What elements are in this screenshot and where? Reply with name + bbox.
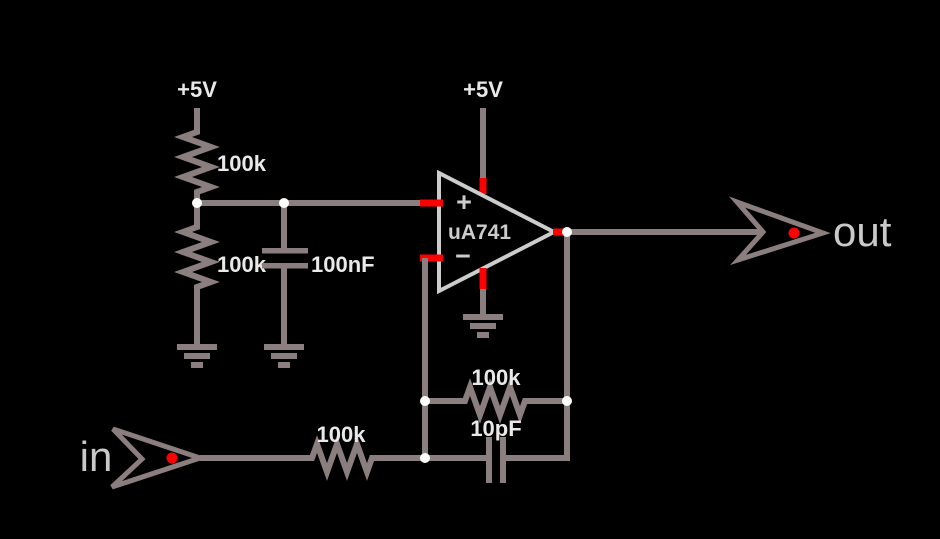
- cap-plate-right: [500, 437, 506, 483]
- junction-dot: [420, 396, 430, 406]
- ground-divider[interactable]: [177, 344, 217, 368]
- output-terminal-dot: [788, 227, 800, 239]
- junction-dot: [562, 227, 572, 237]
- opamp-supply-label: +5V: [463, 77, 503, 102]
- capacitor-feedback[interactable]: 10pF: [425, 416, 522, 483]
- ground-filter-cap[interactable]: [264, 344, 304, 368]
- resistor-divider-bottom[interactable]: 100k: [174, 203, 267, 345]
- input-port-label: in: [80, 433, 113, 480]
- input-arrow-icon: [110, 426, 208, 490]
- resistor-zigzag: [425, 378, 567, 424]
- opamp-ua741[interactable]: +5V + uA741 −: [420, 77, 564, 317]
- input-terminal-dot: [166, 452, 178, 464]
- opamp-plus-sign: +: [456, 187, 472, 217]
- opamp-minus-sign: −: [455, 241, 471, 271]
- output-port[interactable]: out: [728, 196, 892, 266]
- junction-dot: [562, 396, 572, 406]
- resistor-input[interactable]: 100k: [200, 422, 425, 481]
- capacitor-filter[interactable]: 100nF: [262, 203, 375, 345]
- junction-dot: [279, 198, 289, 208]
- cap-plate-bottom: [262, 263, 308, 269]
- resistor-value-label: 100k: [317, 422, 367, 447]
- resistor-zigzag: [174, 108, 220, 203]
- resistor-divider-top[interactable]: 100k: [174, 108, 267, 203]
- wire-feedback-right[interactable]: [503, 232, 570, 461]
- opamp-name-label: uA741: [448, 221, 511, 244]
- cap-plate-left: [486, 437, 492, 483]
- output-arrow-icon: [728, 196, 831, 266]
- output-port-label: out: [833, 208, 892, 255]
- resistor-value-label: 100k: [217, 151, 267, 176]
- opamp-triangle: [437, 169, 559, 295]
- junction-dot: [420, 453, 430, 463]
- resistor-value-label: 100k: [217, 252, 267, 277]
- cap-plate-top: [262, 248, 308, 254]
- resistor-value-label: 100k: [472, 365, 522, 390]
- input-port[interactable]: in: [80, 426, 208, 490]
- supply-voltage-label: +5V: [177, 77, 217, 102]
- resistor-zigzag: [174, 203, 220, 345]
- ground-opamp[interactable]: [463, 314, 503, 338]
- resistor-feedback[interactable]: 100k: [425, 365, 567, 424]
- junction-dot: [192, 198, 202, 208]
- voltage-source-left[interactable]: +5V: [177, 77, 217, 102]
- resistor-zigzag: [200, 435, 425, 481]
- capacitor-value-label: 100nF: [311, 252, 375, 277]
- capacitor-value-label: 10pF: [470, 416, 521, 441]
